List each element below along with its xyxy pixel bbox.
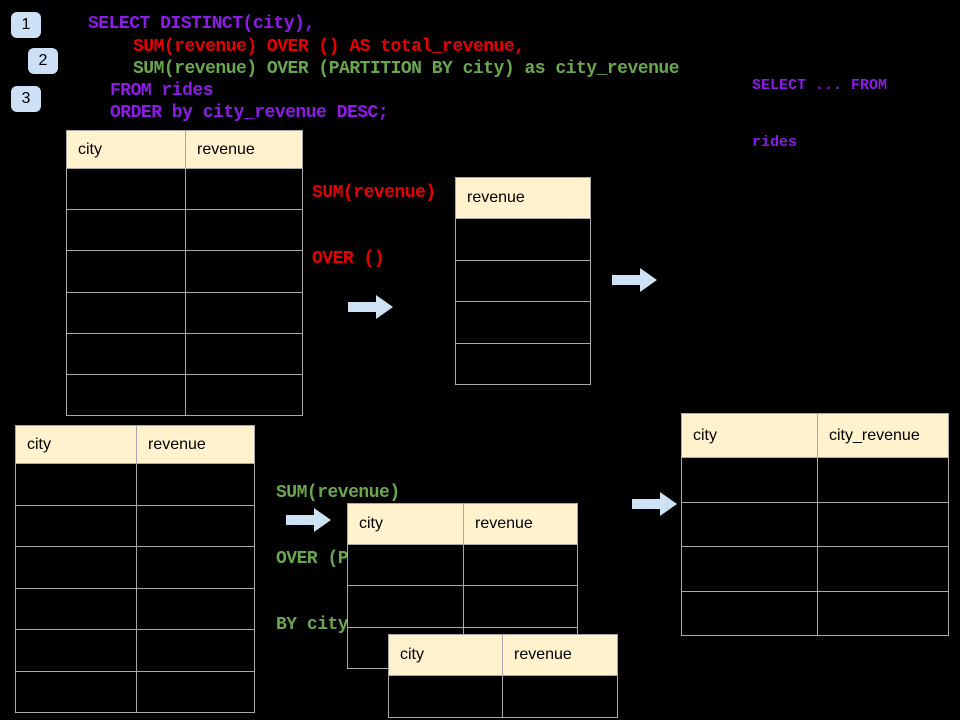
table-source-bottom-header-row: city revenue [16, 426, 255, 464]
column-header-revenue: revenue [137, 426, 255, 464]
table-row [16, 588, 255, 630]
flow-arrow-icon [348, 295, 393, 319]
annotation-total-line-1: SUM(revenue) [312, 183, 436, 203]
column-header-city-revenue: city_revenue [818, 414, 949, 458]
table-row [16, 464, 255, 506]
flow-arrow-icon [632, 492, 677, 516]
table-source-top: city revenue [66, 130, 303, 417]
annotation-partition-line-1: SUM(revenue) [276, 483, 400, 503]
flow-arrow-icon [286, 508, 331, 532]
table-row [348, 586, 578, 628]
table-row [682, 591, 949, 636]
table-row [16, 547, 255, 589]
flow-arrow-icon [612, 268, 657, 292]
table-row [456, 260, 591, 302]
table-row [16, 630, 255, 672]
table-partition-mid-header-row: city revenue [348, 504, 578, 545]
table-row [456, 302, 591, 344]
table-row [348, 545, 578, 587]
annotation-total-revenue: SUM(revenue) OVER () [312, 138, 436, 314]
table-row [67, 210, 303, 252]
table-partition-overlay: city revenue [388, 634, 618, 718]
table-source-bottom: city revenue [15, 425, 255, 713]
table-row [16, 505, 255, 547]
sql-line-select: SELECT DISTINCT(city), [88, 14, 315, 34]
column-header-city: city [389, 635, 503, 676]
side-note-line-2: rides [752, 134, 798, 151]
table-row [67, 292, 303, 334]
column-header-city: city [16, 426, 137, 464]
column-header-revenue: revenue [503, 635, 618, 676]
table-partition-overlay-header-row: city revenue [389, 635, 618, 676]
sql-line-from: FROM rides [110, 81, 214, 101]
table-city-revenue-header-row: city city_revenue [682, 414, 949, 458]
side-note-line-1: SELECT ... FROM [752, 77, 888, 94]
step-badge-2: 2 [28, 48, 58, 74]
table-total-revenue-header-row: revenue [456, 178, 591, 219]
table-source-top-header-row: city revenue [67, 131, 303, 169]
table-row [389, 676, 618, 718]
table-row [16, 671, 255, 713]
table-row [456, 343, 591, 385]
sql-line-order-by: ORDER by city_revenue DESC; [110, 103, 389, 123]
table-total-revenue: revenue [455, 177, 591, 385]
table-row [682, 458, 949, 503]
column-header-revenue: revenue [186, 131, 303, 169]
step-badge-3: 3 [11, 86, 41, 112]
table-row [682, 502, 949, 547]
column-header-city: city [348, 504, 464, 545]
table-row [67, 333, 303, 375]
step-badge-1-label: 1 [21, 16, 31, 33]
sql-line-sum-over-partition: SUM(revenue) OVER (PARTITION BY city) as… [133, 59, 680, 79]
column-header-city: city [67, 131, 186, 169]
column-header-revenue: revenue [464, 504, 578, 545]
step-badge-2-label: 2 [38, 52, 48, 69]
annotation-total-line-2: OVER () [312, 249, 385, 269]
table-row [67, 374, 303, 417]
table-row [67, 251, 303, 293]
table-row [682, 547, 949, 592]
table-row [456, 219, 591, 261]
table-row [67, 169, 303, 211]
step-badge-3-label: 3 [21, 90, 31, 107]
annotation-partition-line-3: BY city) [276, 615, 359, 635]
column-header-revenue: revenue [456, 178, 591, 219]
column-header-city: city [682, 414, 818, 458]
sql-line-sum-over-total: SUM(revenue) OVER () AS total_revenue, [133, 37, 525, 57]
step-badge-1: 1 [11, 12, 41, 38]
side-note-select-from: SELECT ... FROM rides [752, 38, 887, 190]
table-city-revenue-result: city city_revenue [681, 413, 949, 636]
